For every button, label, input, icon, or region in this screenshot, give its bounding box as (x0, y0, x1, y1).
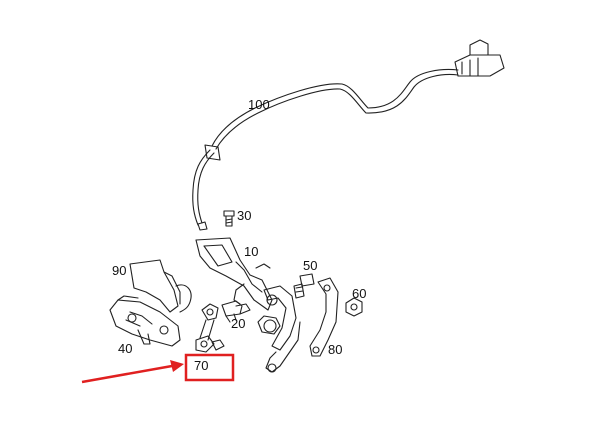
actuator-40[interactable] (109, 295, 181, 347)
label-70: 70 (194, 358, 208, 373)
label-90: 90 (112, 263, 126, 278)
linkage-rod-70[interactable] (195, 303, 225, 353)
label-20: 20 (231, 316, 245, 331)
part-labels: 100 30 10 90 50 60 20 40 80 70 (112, 97, 366, 373)
label-100: 100 (248, 97, 270, 112)
label-60: 60 (352, 286, 366, 301)
label-50: 50 (303, 258, 317, 273)
label-40: 40 (118, 341, 132, 356)
label-30: 30 (237, 208, 251, 223)
screw-30[interactable] (223, 210, 235, 227)
highlight-arrow-icon (81, 360, 184, 384)
label-80: 80 (328, 342, 342, 357)
bolt-50[interactable] (293, 273, 315, 299)
wire-harness-100[interactable] (192, 39, 505, 231)
bracket-arm-80[interactable] (309, 277, 339, 357)
wire-clip-icon (204, 144, 221, 161)
label-10: 10 (244, 244, 258, 259)
bracket-90[interactable] (129, 259, 192, 313)
nut-60[interactable] (345, 297, 363, 317)
screw-20[interactable] (221, 300, 251, 323)
highlight-box (184, 353, 235, 382)
